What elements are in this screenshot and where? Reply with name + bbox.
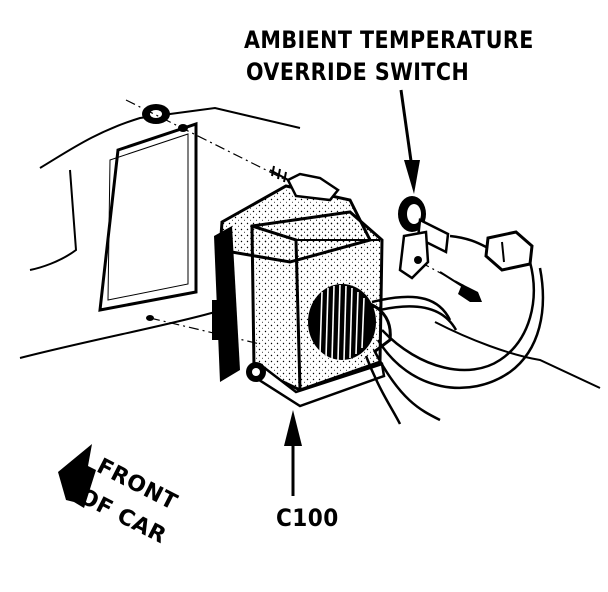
switch-leader-arrow — [399, 89, 420, 194]
bracket-screw — [439, 271, 482, 302]
switch-connector — [449, 230, 534, 272]
body-panel-outline — [19, 106, 601, 389]
c100-leader-arrow — [284, 410, 302, 496]
connector-c100 — [308, 284, 392, 361]
front-of-car-arrow-icon — [58, 444, 96, 508]
switch-label-line1: AMBIENT TEMPERATURE — [244, 26, 534, 54]
connector-label: C100 — [276, 504, 339, 532]
ambient-override-switch — [398, 196, 450, 280]
module-screw — [246, 362, 266, 382]
wiring-harness — [364, 261, 545, 425]
switch-label-line2: OVERRIDE SWITCH — [246, 58, 470, 86]
access-panel — [98, 121, 198, 312]
